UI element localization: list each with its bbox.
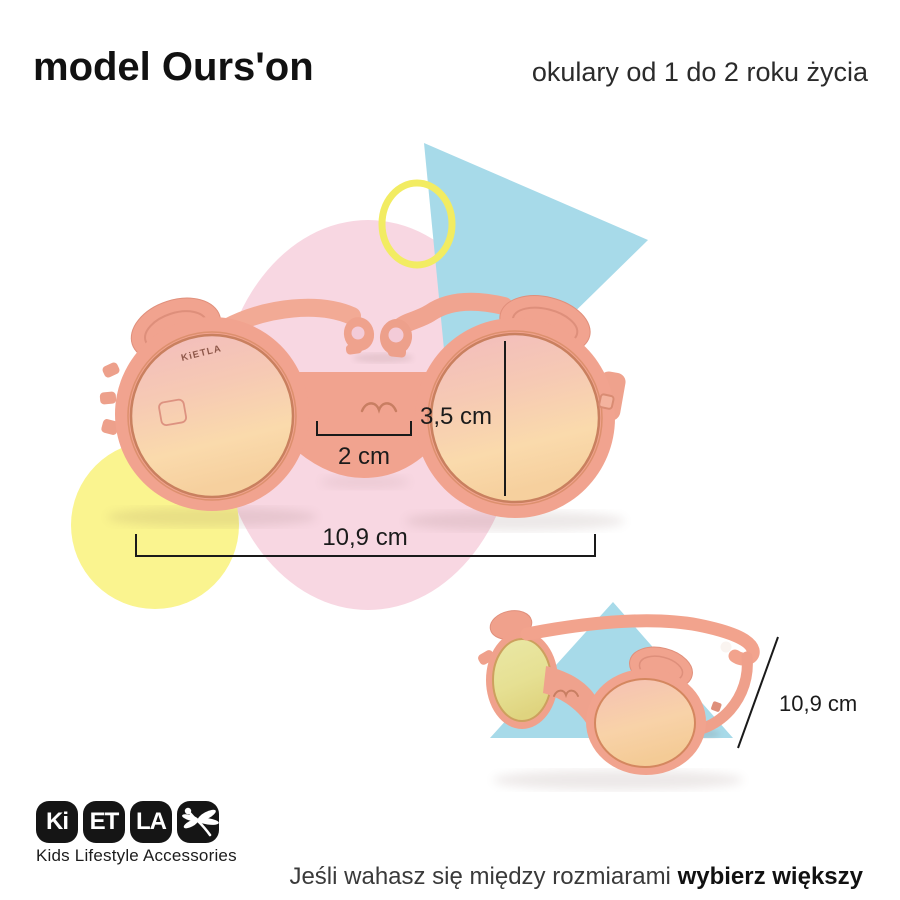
measurement-lines [135,341,779,749]
lens-side-back [492,638,552,722]
bear-nose-engraving [360,402,398,414]
logo-block-et-label: ET [89,808,120,835]
bridge-width-label: 2 cm [337,443,390,470]
frame-width-label: 10,9 cm [322,524,408,551]
sunglasses-front-view: KiETLA [99,292,626,531]
yellow-ring-shape [378,179,456,269]
lens-left [129,333,295,499]
strap-hole-right [388,327,404,343]
size-advice-note: Jeśli wahasz się między rozmiarami wybie… [263,835,863,900]
page-title: model Ours'on [33,45,314,89]
sunglasses-side-view [478,602,760,790]
logo-block-dragonfly [177,801,219,843]
logo-tagline: Kids Lifestyle Accessories [36,846,237,865]
frame-width-bracket [135,534,596,557]
logo-block-et: ET [83,801,125,843]
brand-logo: Ki ET LA [36,801,237,866]
strap-hole-side [720,641,732,653]
temple-length-label: 10,9 cm [779,691,858,716]
lens-height-label: 3,5 cm [419,403,492,430]
logo-block-la: LA [130,801,172,843]
logo-block-la-label: LA [136,808,167,835]
strap-hole-left [351,326,365,340]
bridge-width-bracket [316,421,412,436]
lens-right [429,332,601,504]
size-advice-bold: wybierz większy [677,863,863,890]
dragonfly-icon [182,807,219,837]
size-advice-text: Jeśli wahasz się między rozmiarami [289,863,678,890]
lens-side-front [594,678,696,768]
temple-length-line [737,636,779,749]
logo-block-ki-label: Ki [46,808,69,835]
logo-block-ki: Ki [36,801,78,843]
age-range-subtitle: okulary od 1 do 2 roku życia [531,57,868,87]
